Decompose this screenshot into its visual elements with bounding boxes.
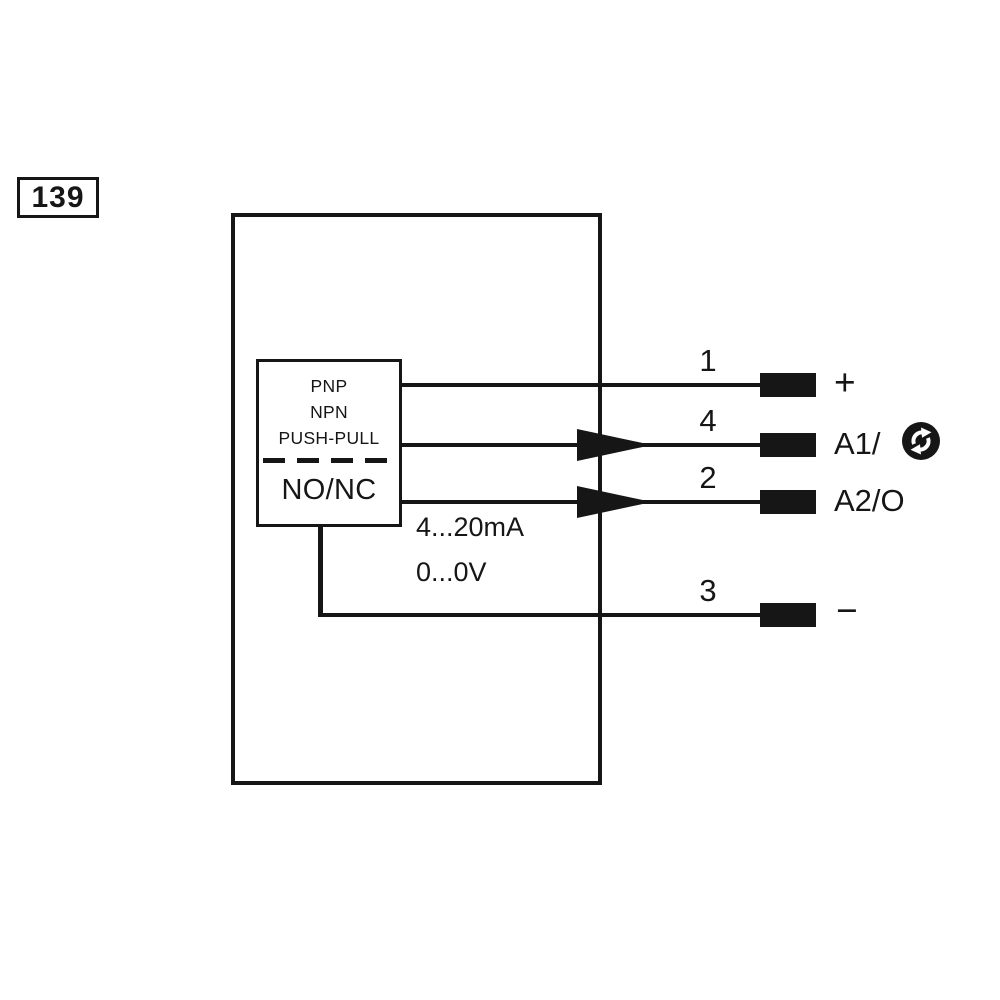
- terminal-label-a2: A2/O: [834, 483, 905, 518]
- sync-arrows-icon: [901, 421, 941, 461]
- voltage-range-label: 0...0V: [416, 557, 487, 587]
- pin-number-3: 3: [699, 573, 717, 608]
- page-number: 139: [31, 180, 85, 214]
- terminal-block-4: [760, 433, 816, 457]
- wire-pin-1: [399, 383, 760, 387]
- output-mode-push-pull: PUSH-PULL: [278, 428, 380, 448]
- output-mode-npn: NPN: [310, 402, 348, 422]
- terminal-label-a1: A1/: [834, 426, 881, 461]
- signal-direction-arrow-icon: [577, 429, 652, 461]
- current-range-label: 4...20mA: [416, 512, 525, 542]
- pin-number-1: 1: [699, 343, 717, 378]
- pin-number-4: 4: [699, 403, 717, 438]
- dashed-divider: [263, 458, 395, 463]
- terminal-block-2: [760, 490, 816, 514]
- output-stage-box: PNP NPN PUSH-PULL NO/NC: [256, 359, 402, 527]
- wire-pin-3: [318, 613, 760, 617]
- page-number-badge: 139: [17, 177, 99, 218]
- terminal-label-plus: +: [834, 362, 856, 403]
- output-mode-pnp: PNP: [310, 376, 348, 396]
- terminal-block-1: [760, 373, 816, 397]
- wire-pin-3-vertical: [318, 524, 323, 617]
- terminal-block-3: [760, 603, 816, 627]
- terminal-label-minus: −: [836, 590, 858, 631]
- signal-direction-arrow-icon: [577, 486, 652, 518]
- contact-type-label: NO/NC: [281, 474, 377, 506]
- pin-number-2: 2: [699, 460, 717, 495]
